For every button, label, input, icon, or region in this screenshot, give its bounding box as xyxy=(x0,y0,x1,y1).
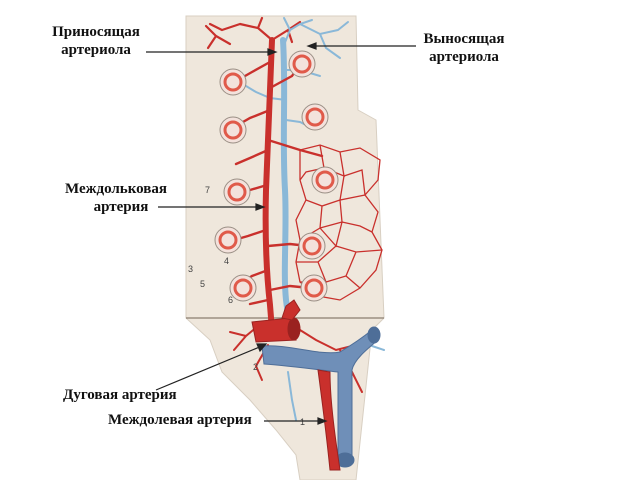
glomerulus xyxy=(301,103,329,131)
figure-number-2: 2 xyxy=(253,362,258,372)
figure-numbers: 1 2 3 4 5 6 7 xyxy=(188,185,305,427)
figure-number-6: 6 xyxy=(228,295,233,305)
glomerulus xyxy=(288,50,316,78)
figure-number-7: 7 xyxy=(205,185,210,195)
interlobular-artery xyxy=(262,37,275,333)
glomerulus xyxy=(311,166,339,194)
figure-number-5: 5 xyxy=(200,279,205,289)
glomerulus xyxy=(229,274,257,302)
afferent-arteriole-label-line2: артериола xyxy=(61,42,131,58)
lower-venous-twigs xyxy=(287,345,385,421)
figure-number-1: 1 xyxy=(300,417,305,427)
arcuate-leader xyxy=(155,345,263,391)
efferent-arteriole-label-line2: артериола xyxy=(429,49,499,65)
glomerulus xyxy=(219,68,247,96)
interlobar-artery-label: Междолевая артерия xyxy=(108,411,252,429)
afferent-arteriole-label: Приносящая артериола xyxy=(46,23,146,59)
interlobular-artery-label-line2: артерия xyxy=(93,199,149,215)
glomeruli xyxy=(214,50,339,302)
arcuate-artery-label-text: Дуговая артерия xyxy=(63,387,177,403)
interlobar-artery-label-text: Междолевая артерия xyxy=(108,412,252,428)
interlobular-artery-label-line1: Междольковая xyxy=(64,181,168,197)
interlobular-vein xyxy=(280,37,293,333)
arcuate-artery xyxy=(251,299,301,343)
efferent-arteriole-label: Выносящая артериола xyxy=(414,30,514,66)
glomerulus xyxy=(300,274,328,302)
glomerulus xyxy=(298,232,326,260)
arcuate-artery-label: Дуговая артерия xyxy=(63,386,177,404)
glomerulus xyxy=(219,116,247,144)
leader-lines xyxy=(146,42,416,425)
arcuate-vein xyxy=(261,326,381,468)
glomerulus xyxy=(214,226,242,254)
glomerulus xyxy=(223,178,251,206)
interlobar-artery xyxy=(317,369,341,471)
figure-number-4: 4 xyxy=(224,256,229,266)
interlobular-artery-label: Междольковая артерия xyxy=(56,180,176,216)
efferent-arteriole-label-line1: Выносящая xyxy=(423,31,505,47)
afferent-arteriole-label-line1: Приносящая xyxy=(52,24,140,40)
figure-number-3: 3 xyxy=(188,264,193,274)
